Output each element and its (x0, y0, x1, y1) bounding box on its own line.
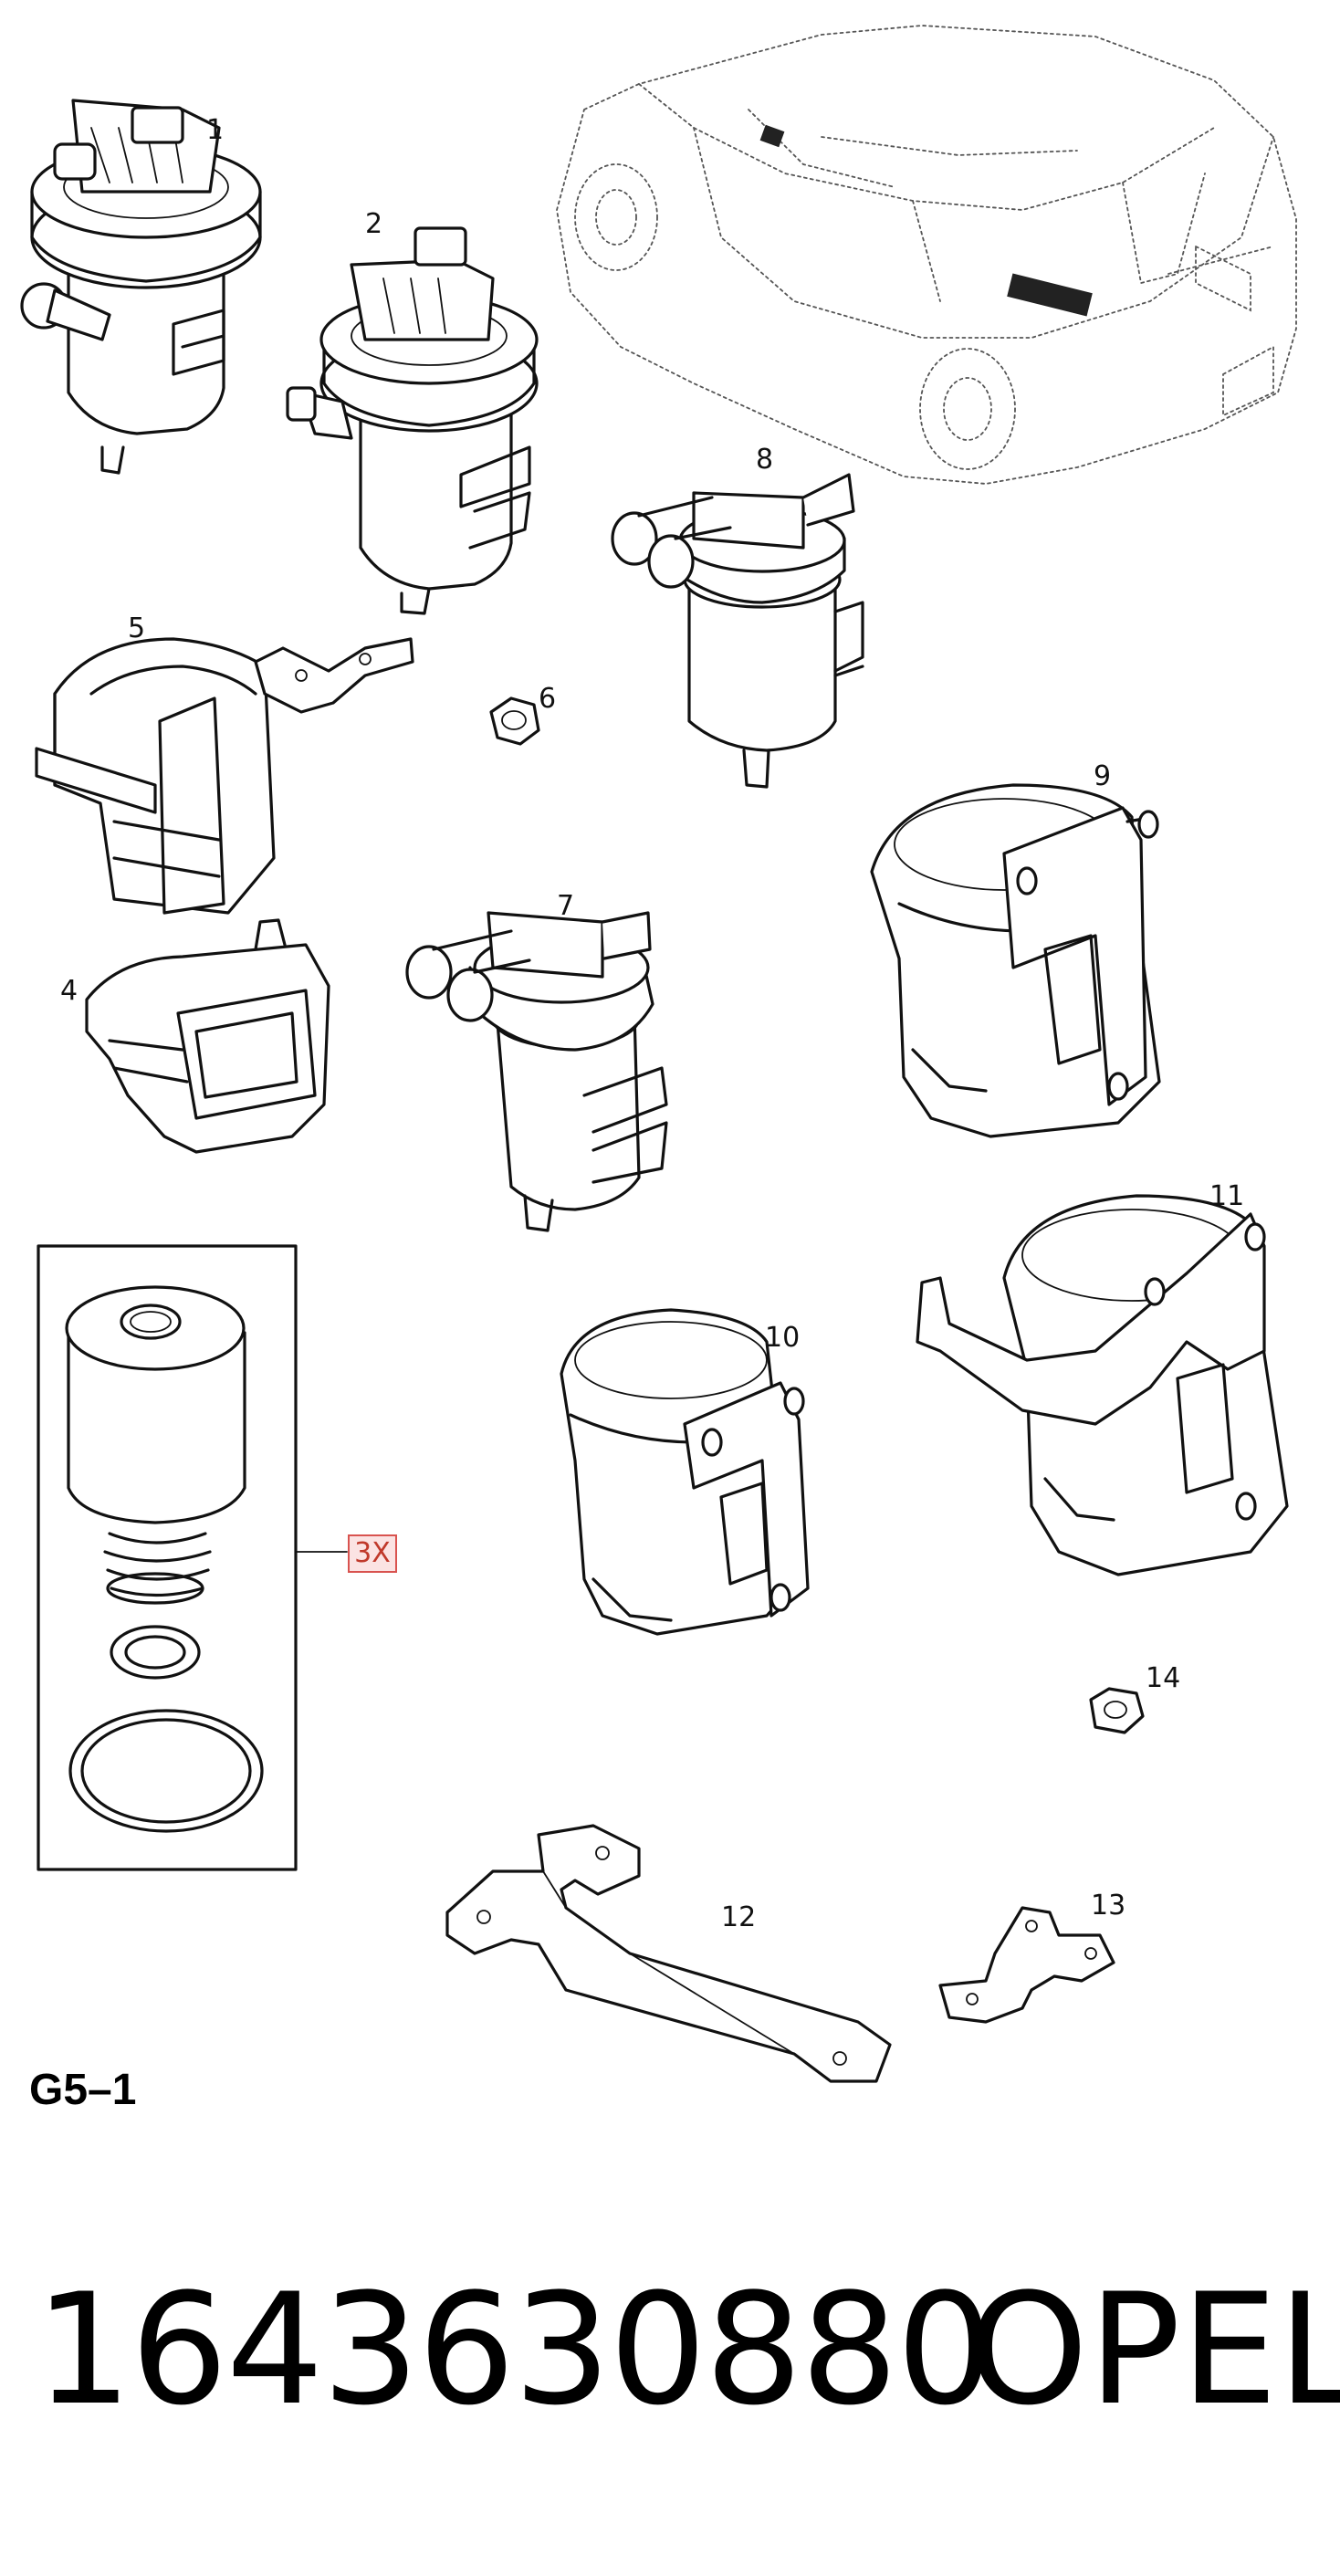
part-9-mounting-bracket (870, 783, 1161, 1138)
callout-11: 11 (1209, 1180, 1244, 1212)
part-number: 1643630880 (35, 2260, 994, 2439)
part-13-small-bracket (938, 1906, 1115, 2024)
callout-5: 5 (128, 613, 145, 644)
part-7-fuel-filter-assembly (405, 911, 668, 1232)
part-10-mounting-bracket (560, 1308, 810, 1636)
callout-10: 10 (765, 1322, 800, 1354)
callout-2: 2 (365, 208, 382, 240)
part-14-nut (1089, 1687, 1145, 1734)
part-2-fuel-filter-housing (286, 226, 539, 615)
callout-12: 12 (721, 1901, 756, 1933)
part-11-mounting-bracket (916, 1194, 1289, 1576)
part-5-filter-bracket (35, 637, 414, 915)
callout-4: 4 (60, 975, 78, 1007)
part-6-nut (489, 696, 540, 746)
callout-6: 6 (539, 683, 556, 715)
callout-9: 9 (1094, 760, 1111, 792)
callout-14: 14 (1146, 1662, 1180, 1694)
callout-7: 7 (557, 890, 574, 922)
part-4-bracket-assembly (85, 918, 330, 1154)
part-3-filter-element-kit (37, 1244, 348, 1871)
callout-1: 1 (206, 114, 224, 146)
vehicle-outline-icon (556, 25, 1297, 485)
section-label: G5–1 (29, 2066, 137, 2114)
part-12-long-bracket (445, 1824, 892, 2083)
callout-13: 13 (1091, 1890, 1125, 1922)
part-8-fuel-filter-assembly (611, 473, 864, 789)
callout-3-quantity-badge: 3X (348, 1534, 397, 1573)
part-1-fuel-filter-housing (20, 99, 262, 475)
brand-name: OPEL (968, 2260, 1340, 2439)
callout-8: 8 (756, 444, 773, 476)
